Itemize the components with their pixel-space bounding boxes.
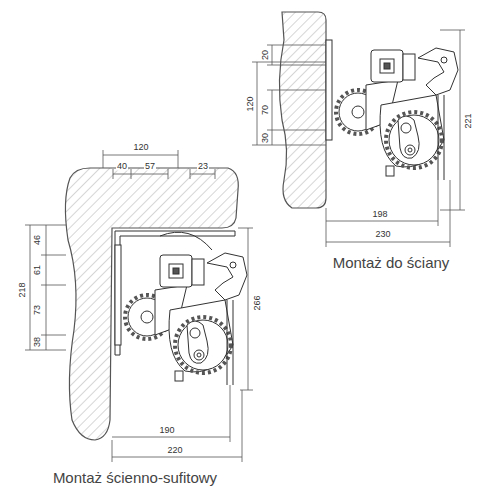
- dimension-label: 120: [132, 143, 149, 152]
- dimension-label: 73: [33, 304, 42, 316]
- dimension-label: 70: [261, 104, 270, 116]
- dimension-label: 221: [464, 112, 473, 129]
- dimension-label: 230: [374, 230, 391, 239]
- dimension-label: 120: [246, 95, 255, 112]
- dimension-label: 38: [33, 336, 42, 348]
- dimension-label: 198: [371, 210, 388, 219]
- dimension-label: 23: [197, 162, 209, 171]
- dimension-label: 218: [18, 281, 27, 298]
- dimension-label: 220: [166, 446, 183, 455]
- dimension-label: 40: [116, 162, 128, 171]
- figure-caption: Montaż ścienno-sufitowy: [52, 470, 218, 485]
- dimension-label: 20: [261, 49, 270, 61]
- dimension-label: 57: [144, 162, 156, 171]
- dimension-label: 190: [158, 426, 175, 435]
- dimension-label: 61: [33, 264, 42, 276]
- dimension-label: 30: [261, 132, 270, 144]
- dimension-label: 46: [33, 234, 42, 246]
- figure-caption: Montaż do ściany: [332, 255, 451, 270]
- dimension-label: 266: [253, 294, 262, 311]
